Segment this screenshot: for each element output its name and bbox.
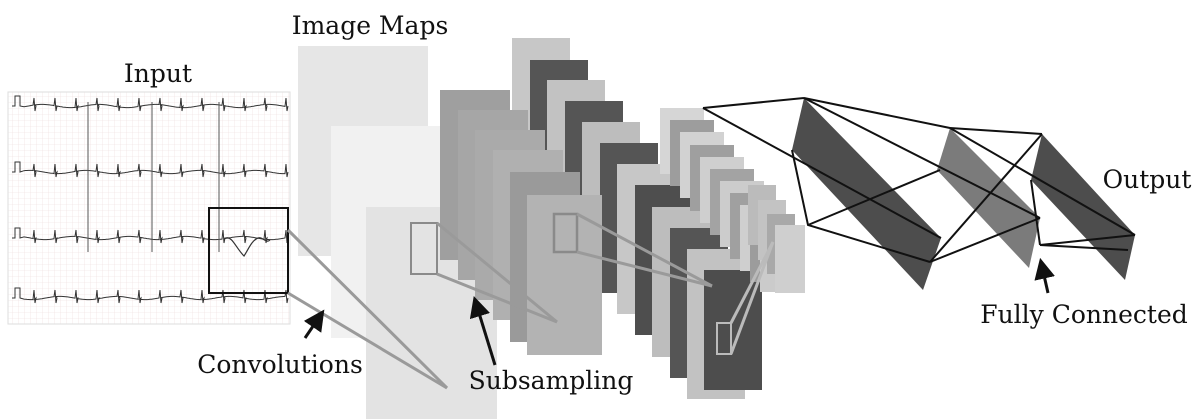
annotation-arrows — [303, 257, 1055, 366]
ecg-trace-row — [12, 227, 289, 244]
input-label: Input — [124, 59, 192, 88]
ecg-anomaly-segment — [225, 237, 271, 257]
fully-connected-label: Fully Connected — [980, 300, 1188, 329]
ecg-trace-row — [12, 161, 289, 178]
fc-layer-1 — [792, 98, 941, 290]
subsampling-maps-stack-1 — [440, 38, 762, 399]
fc-connection-lines — [702, 97, 1136, 263]
fc-layer-2 — [937, 128, 1040, 268]
fully-connected-arrow — [1034, 257, 1055, 294]
output-label: Output — [1103, 165, 1192, 194]
subsampled-map-2 — [775, 225, 805, 293]
subsampling-label: Subsampling — [469, 366, 634, 395]
subsampling-arrow — [469, 295, 497, 366]
fully-connected-layers — [702, 97, 1136, 290]
subsampling-projection-lines — [436, 221, 558, 324]
input-ecg-panel — [7, 91, 291, 325]
ecg-trace-row — [12, 95, 289, 112]
convolution-projection-lines — [286, 228, 449, 390]
convolutions-arrow — [303, 309, 325, 339]
receptive-field-box — [410, 222, 438, 275]
receptive-field-box-2 — [552, 212, 713, 288]
feature-map — [704, 270, 762, 390]
fc-layer-3 — [1031, 134, 1135, 280]
receptive-field-box-3 — [716, 241, 775, 355]
ecg-traces — [12, 95, 289, 304]
convolutions-label: Convolutions — [197, 350, 363, 379]
image-maps-label: Image Maps — [292, 11, 449, 40]
subsampling-maps-stack-2 — [748, 185, 805, 293]
convolution-window-box — [208, 207, 289, 294]
subsampled-map — [527, 195, 602, 355]
